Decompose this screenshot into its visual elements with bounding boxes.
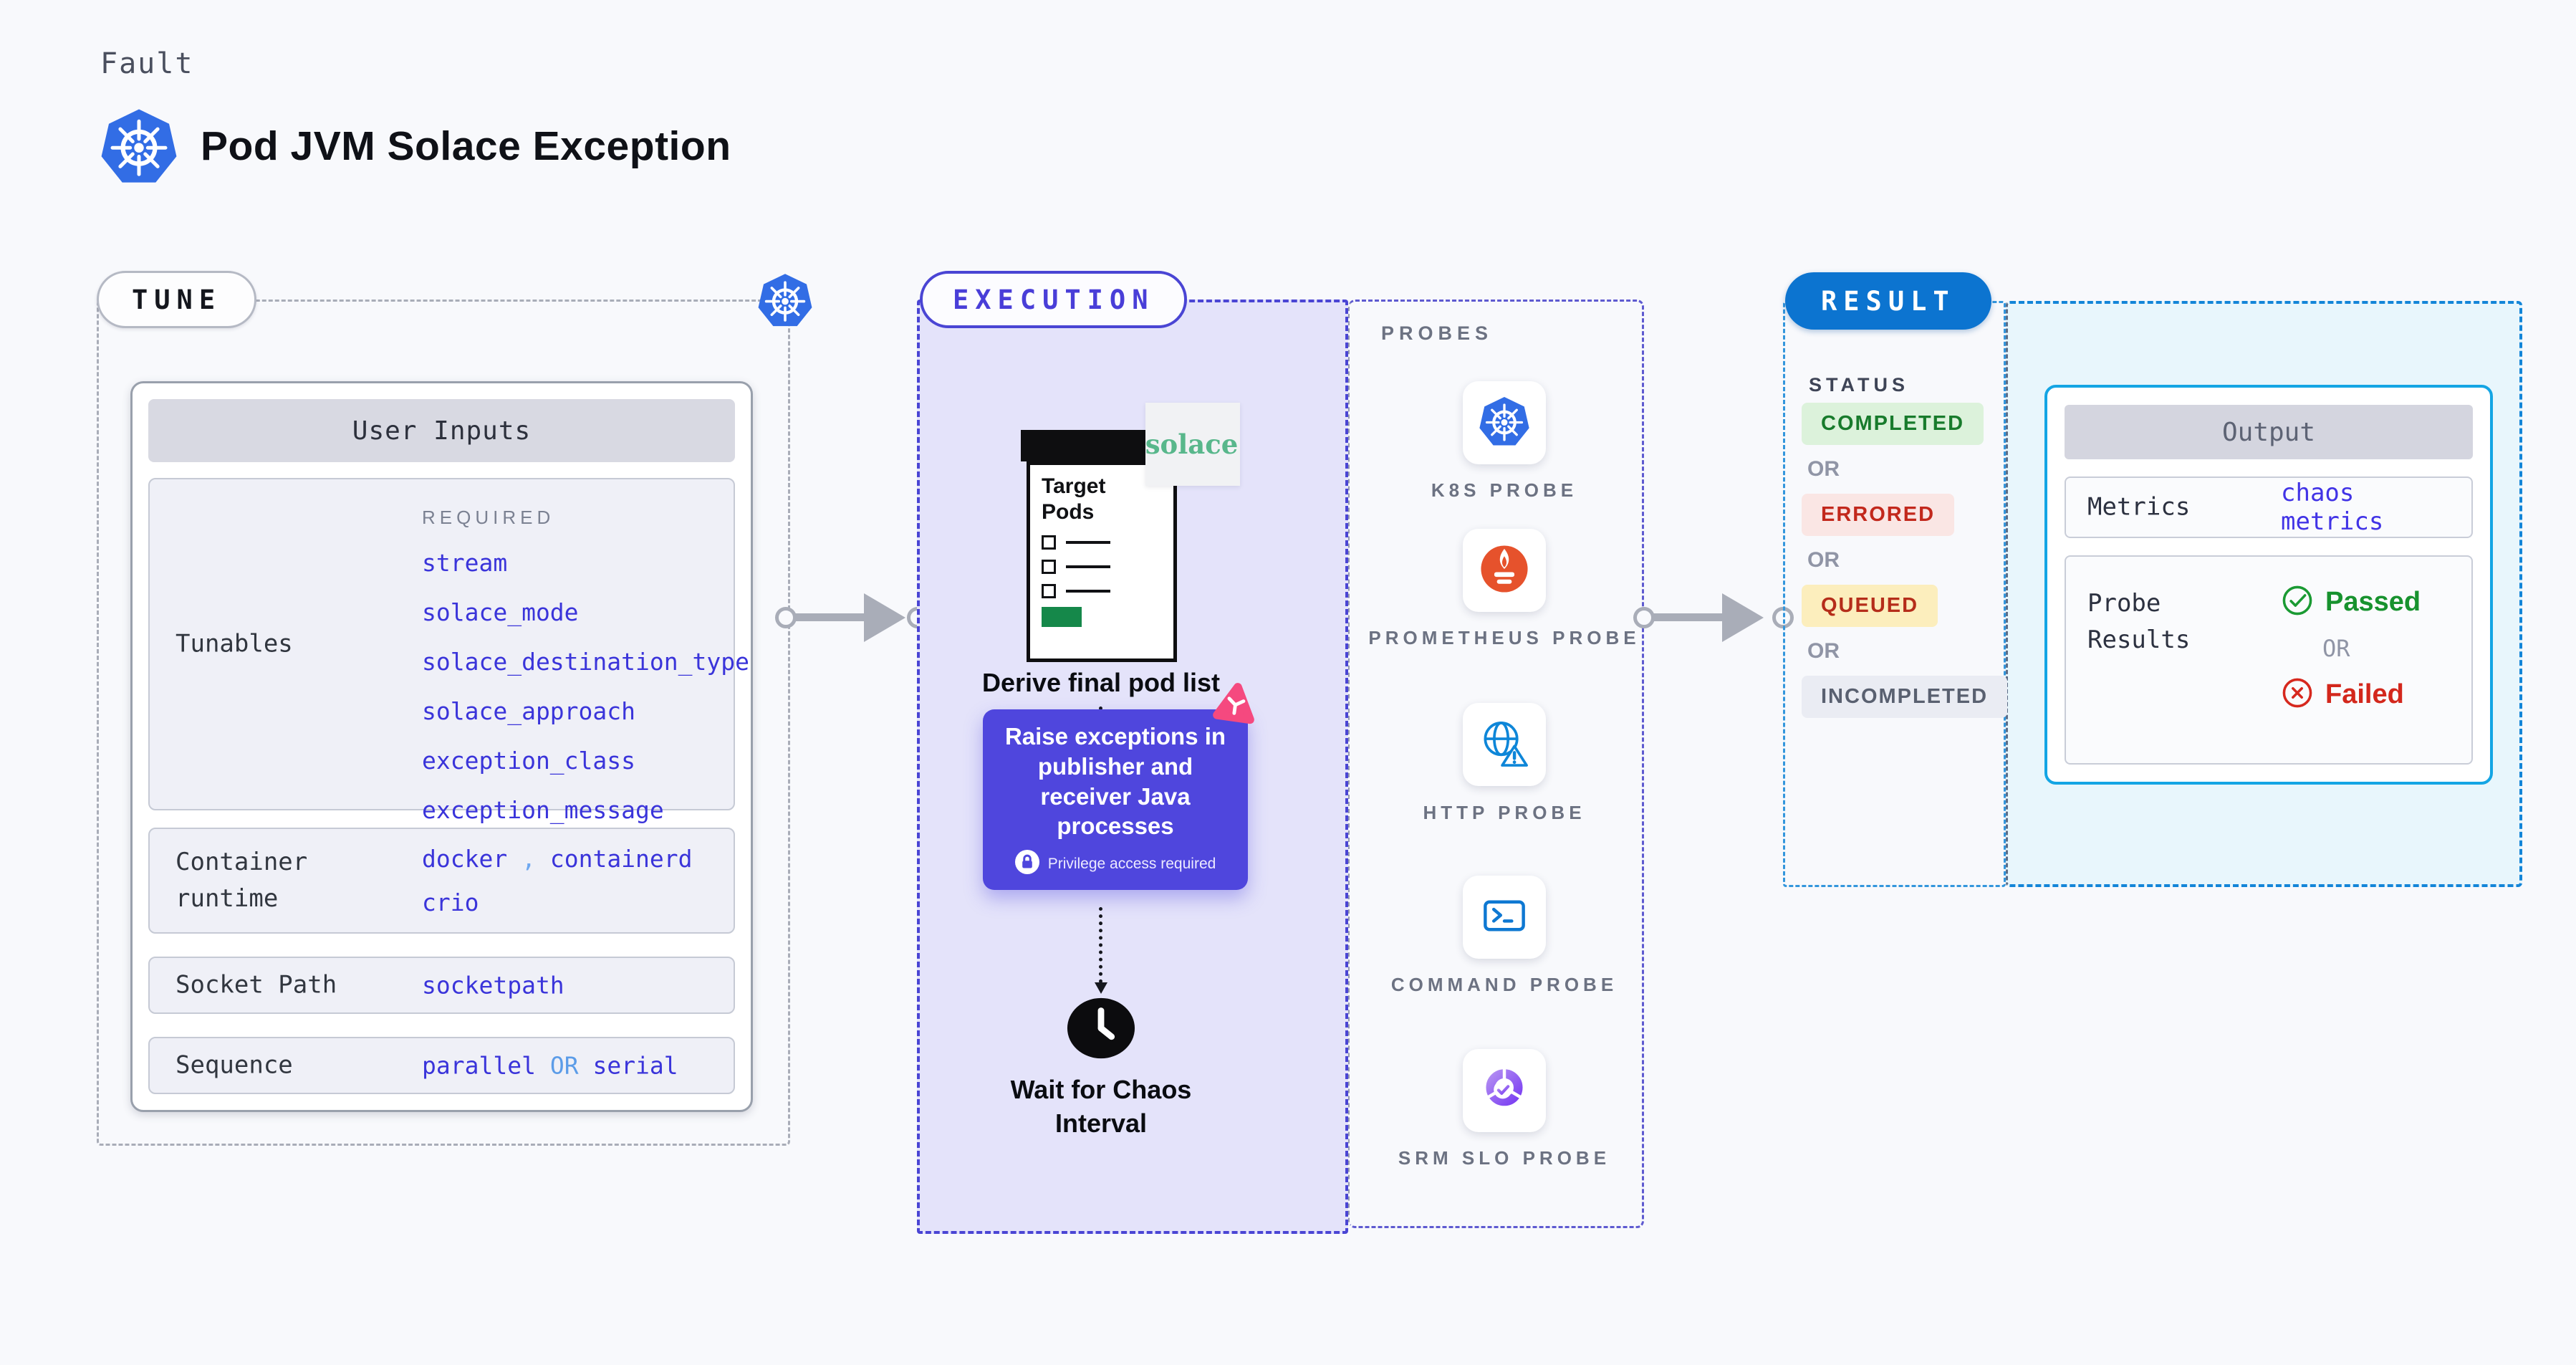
globe-warning-icon	[1478, 717, 1531, 773]
tunable-value: solace_mode	[422, 598, 579, 626]
terminal-icon	[1478, 889, 1531, 946]
check-circle-icon	[2281, 584, 2314, 621]
prometheus-icon	[1478, 542, 1531, 599]
target-pods-title: Target Pods	[1042, 474, 1106, 524]
container-runtime-row: Container runtime docker , containerd cr…	[148, 828, 735, 934]
sequence-label: Sequence	[176, 1050, 293, 1080]
tunable-value: solace_destination_type	[422, 648, 749, 676]
socket-path-value: socketpath	[422, 971, 564, 1000]
failed-label: Failed	[2325, 679, 2404, 709]
chaos-icon	[1211, 678, 1261, 727]
tune-section-badge: TUNE	[97, 271, 257, 328]
status-badge-queued: QUEUED	[1802, 585, 1938, 627]
user-inputs-card: User Inputs Tunables REQUIRED stream sol…	[130, 381, 753, 1112]
tunable-value: solace_approach	[422, 697, 636, 725]
required-label: REQUIRED	[422, 507, 555, 528]
http-probe-tile	[1463, 703, 1546, 786]
lock-icon	[1014, 850, 1039, 878]
probe-results-label: Probe Results	[2087, 589, 2191, 654]
status-list: COMPLETED OR ERRORED OR QUEUED OR INCOMP…	[1802, 403, 2008, 718]
probe-results-row: Probe Results Passed OR	[2065, 555, 2473, 765]
srm-slo-probe-tile	[1463, 1049, 1546, 1132]
output-card: Output Metrics chaos metrics Probe Resul…	[2044, 385, 2493, 785]
tunables-label: Tunables	[176, 629, 293, 658]
passed-label: Passed	[2325, 587, 2421, 617]
status-badge-errored: ERRORED	[1802, 494, 1955, 536]
metrics-value: chaos metrics	[2281, 479, 2384, 536]
srm-slo-probe-label: SRM SLO PROBE	[1398, 1147, 1611, 1169]
or-label: OR	[1807, 548, 1840, 572]
target-pods-clipboard: Target Pods	[1027, 461, 1177, 662]
x-circle-icon	[2281, 676, 2314, 713]
sequence-row: Sequence parallel OR serial	[148, 1037, 735, 1094]
or-label: OR	[1807, 457, 1840, 481]
command-probe-label: COMMAND PROBE	[1390, 974, 1618, 995]
kubernetes-icon	[756, 272, 814, 329]
solace-logo: solace	[1145, 403, 1240, 486]
command-probe-tile	[1463, 876, 1546, 959]
k8s-probe-label: K8S PROBE	[1431, 479, 1578, 501]
wait-chaos-interval-caption: Wait for Chaos Interval	[1010, 1075, 1192, 1138]
derive-pod-list-caption: Derive final pod list	[981, 668, 1221, 697]
socket-path-row: Socket Path socketpath	[148, 957, 735, 1014]
flow-arrow-down	[1095, 907, 1107, 994]
sequence-values: parallel OR serial	[422, 1051, 678, 1080]
page-header: Pod JVM Solace Exception	[99, 106, 731, 186]
result-section-badge: RESULT	[1785, 272, 1991, 330]
output-title: Output	[2065, 405, 2473, 459]
tunable-value: exception_message	[422, 796, 664, 824]
prometheus-probe-label: PROMETHEUS PROBE	[1368, 627, 1640, 648]
user-inputs-title: User Inputs	[148, 399, 735, 462]
privilege-note: Privilege access required	[1047, 855, 1216, 872]
http-probe-label: HTTP PROBE	[1423, 802, 1586, 823]
prometheus-probe-tile	[1463, 529, 1546, 612]
progress-bar	[1042, 607, 1082, 627]
fault-category-label: Fault	[100, 47, 194, 80]
metrics-label: Metrics	[2087, 492, 2191, 522]
container-runtime-values: docker , containerd	[422, 845, 693, 873]
kubernetes-icon	[1478, 395, 1531, 451]
k8s-probe-tile	[1463, 381, 1546, 464]
tune-section-box	[97, 300, 790, 1146]
container-runtime-value: crio	[422, 889, 479, 916]
probes-panel	[1348, 300, 1644, 1228]
or-label: OR	[2322, 635, 2350, 662]
tunable-value: stream	[422, 549, 508, 577]
tunable-value: exception_class	[422, 747, 636, 775]
tunables-row: Tunables REQUIRED stream solace_mode sol…	[148, 478, 749, 824]
or-label: OR	[1807, 639, 1840, 663]
socket-path-label: Socket Path	[176, 970, 337, 1000]
slo-donut-check-icon	[1478, 1063, 1531, 1119]
inject-fault-text: Raise exceptions in publisher and receiv…	[1004, 722, 1226, 840]
status-badge-completed: COMPLETED	[1802, 403, 1984, 445]
page-title: Pod JVM Solace Exception	[201, 123, 731, 169]
probes-title: PROBES	[1381, 322, 1494, 344]
container-runtime-label: Container runtime	[176, 848, 308, 913]
status-title: STATUS	[1809, 374, 1909, 396]
kubernetes-icon	[99, 106, 179, 186]
clock-icon	[1066, 996, 1136, 1060]
metrics-row: Metrics chaos metrics	[2065, 476, 2473, 538]
inject-fault-step: Raise exceptions in publisher and receiv…	[983, 709, 1248, 890]
status-badge-incompleted: INCOMPLETED	[1802, 676, 2008, 718]
execution-section-badge: EXECUTION	[920, 271, 1188, 328]
